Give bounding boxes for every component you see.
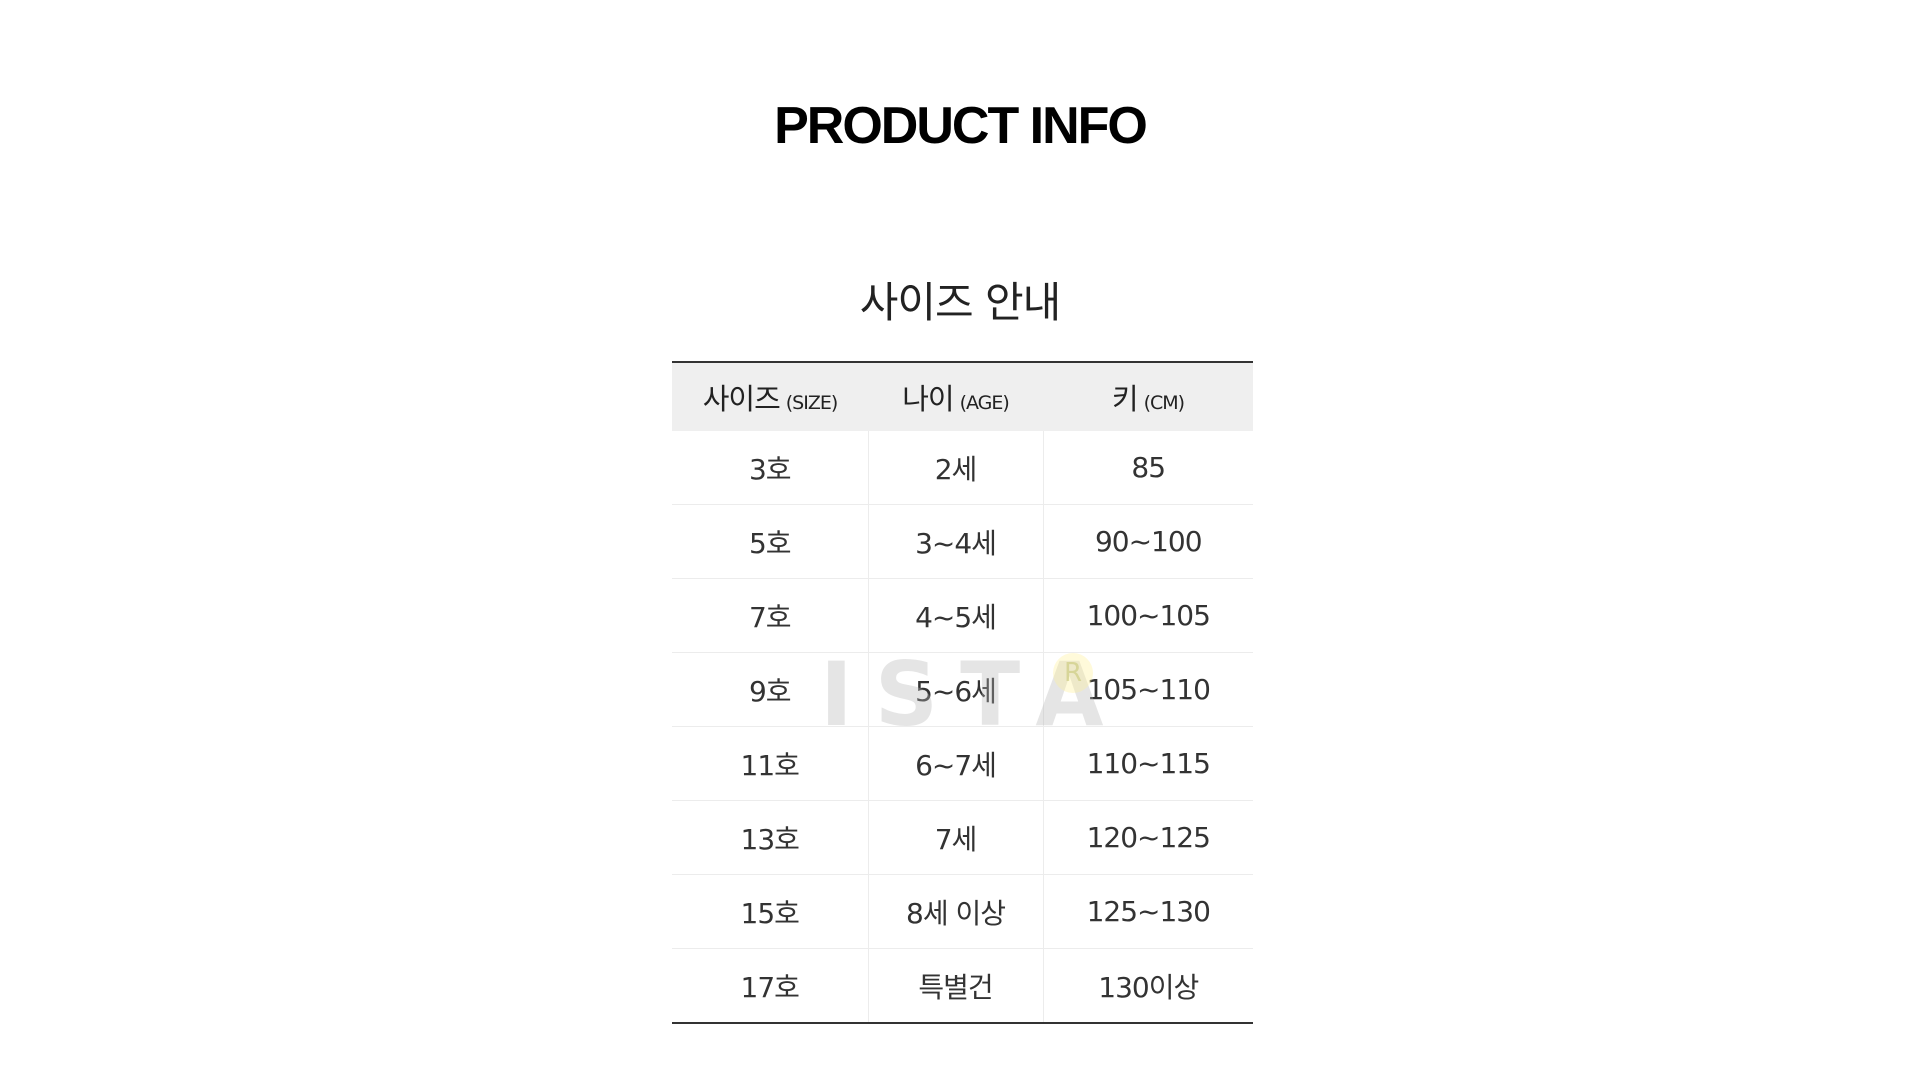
height-cell: 90~100 (1042, 504, 1253, 579)
age-cell: 8세 이상 (867, 874, 1043, 949)
age-cell: 4~5세 (867, 578, 1043, 653)
height-cell: 120~125 (1042, 800, 1253, 875)
column-header-height: 키(CM) (1043, 362, 1253, 431)
size-cell: 3호 (672, 431, 868, 505)
size-cell: 7호 (672, 578, 868, 653)
column-header-label: 키 (1111, 382, 1139, 416)
table-row: 11호 6~7세 110~115 (672, 726, 1253, 801)
column-header-sub: (CM) (1143, 392, 1185, 414)
column-header-sub: (AGE) (959, 392, 1010, 414)
table-row: 7호 4~5세 100~105 (672, 578, 1253, 653)
column-header-label: 사이즈 (702, 382, 781, 416)
size-cell: 15호 (672, 874, 868, 949)
table-row: 17호 특별건 130이상 (672, 948, 1253, 1023)
table-row: 3호 2세 85 (672, 431, 1253, 505)
size-guide-title: 사이즈 안내 (859, 278, 1062, 327)
height-cell: 100~105 (1042, 578, 1253, 653)
column-header-sub: (SIZE) (785, 392, 839, 414)
height-cell: 105~110 (1042, 652, 1253, 727)
size-cell: 9호 (672, 652, 868, 727)
height-cell: 130이상 (1042, 948, 1253, 1023)
height-cell: 85 (1042, 431, 1253, 505)
table-row: 9호 5~6세 105~110 (672, 652, 1253, 727)
size-cell: 13호 (672, 800, 868, 875)
table-header-row: 사이즈(SIZE) 나이(AGE) 키(CM) (672, 362, 1253, 431)
size-cell: 17호 (740, 970, 800, 1004)
table-row: 15호 8세 이상 125~130 (672, 874, 1253, 949)
age-cell: 특별건 (867, 948, 1043, 1023)
column-header-age: 나이(AGE) (868, 362, 1043, 431)
age-cell: 3~4세 (867, 504, 1043, 579)
page-title: PRODUCT INFO (774, 97, 1148, 155)
age-cell: 5~6세 (867, 652, 1043, 727)
height-cell: 110~115 (1042, 726, 1253, 801)
table-row: 13호 7세 120~125 (672, 800, 1253, 875)
size-cell: 5호 (672, 504, 868, 579)
table-row: 5호 3~4세 90~100 (672, 504, 1253, 579)
size-chart-table: 사이즈(SIZE) 나이(AGE) 키(CM) 3호 2세 85 5호 3~4세… (672, 361, 1253, 1024)
column-header-size: 사이즈(SIZE) (672, 362, 868, 431)
height-cell: 125~130 (1042, 874, 1253, 949)
age-cell: 2세 (867, 431, 1043, 505)
age-cell: 6~7세 (867, 726, 1043, 801)
size-cell: 11호 (672, 726, 868, 801)
age-cell: 7세 (867, 800, 1043, 875)
column-header-label: 나이 (902, 382, 954, 416)
